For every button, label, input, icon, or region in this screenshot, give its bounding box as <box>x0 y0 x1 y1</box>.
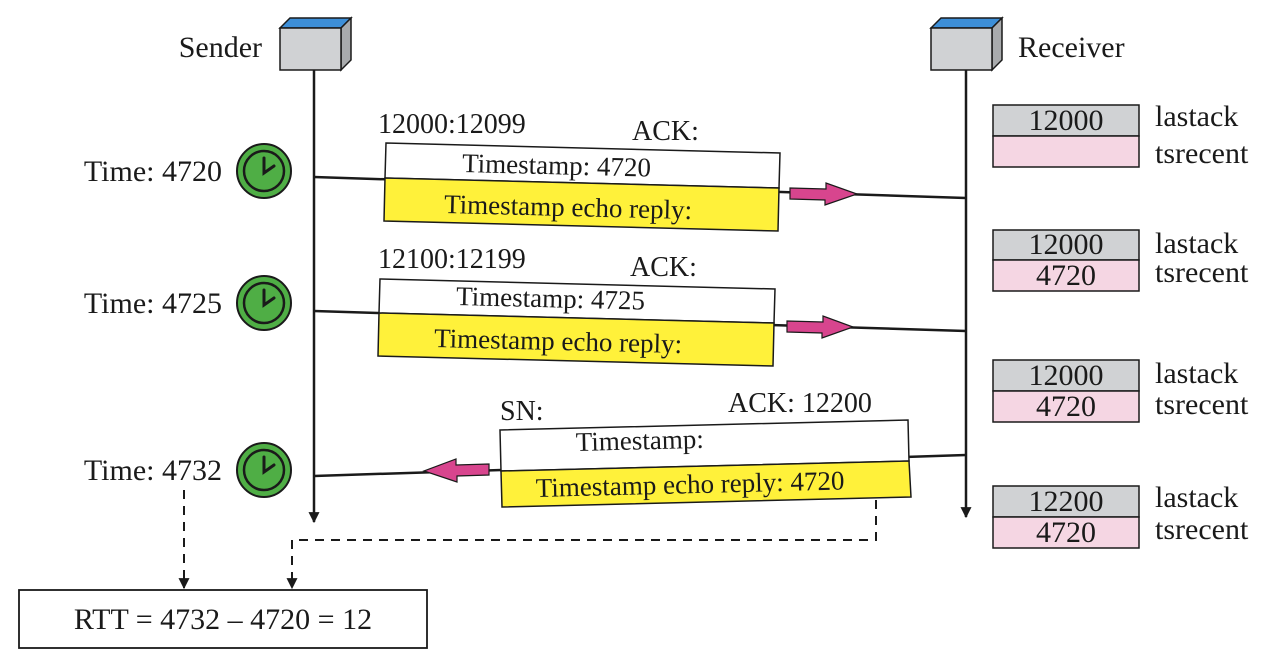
tsrecent-cell <box>992 135 1140 168</box>
segment-3-direction-arrow <box>422 458 490 483</box>
segment-1-direction-arrow <box>789 182 859 206</box>
receiver-state-2: 12000 4720 lastack tsrecent <box>992 227 1249 292</box>
rtt-formula: RTT = 4732 – 4720 = 12 <box>74 603 372 636</box>
lastack-value: 12200 <box>1029 485 1104 518</box>
segment-3-seq: SN: <box>500 396 544 427</box>
lastack-label: lastack <box>1155 227 1238 260</box>
clock-icon <box>236 442 292 498</box>
event-1-time: Time: 4720 <box>84 155 222 188</box>
tsrecent-cell <box>992 390 1140 423</box>
lastack-value: 12000 <box>1029 104 1104 137</box>
tsrecent-label: tsrecent <box>1155 513 1249 546</box>
segment-2: 12100:12199 ACK: Timestamp: 4725 Timesta… <box>313 244 967 367</box>
segment-3-ack: ACK: 12200 <box>728 388 872 419</box>
sender-label: Sender <box>179 31 262 64</box>
receiver-state-4: 12200 4720 lastack tsrecent <box>992 481 1249 549</box>
tsrecent-value: 4720 <box>1036 259 1096 292</box>
lastack-cell <box>992 485 1140 518</box>
tsrecent-label: tsrecent <box>1155 256 1249 289</box>
segment-2-echo: Timestamp echo reply: <box>434 323 683 359</box>
lastack-label: lastack <box>1155 481 1238 514</box>
segment-1-timestamp: Timestamp: 4720 <box>462 148 651 183</box>
segment-2-echo-box <box>377 312 775 367</box>
event-3-time: Time: 4732 <box>84 454 222 487</box>
segment-3: SN: ACK: 12200 Timestamp: Timestamp echo… <box>313 388 967 508</box>
segment-2-timestamp: Timestamp: 4725 <box>456 281 645 316</box>
tsrecent-value: 4720 <box>1036 516 1096 549</box>
clock-icon <box>236 275 292 331</box>
rtt-guides <box>178 490 877 590</box>
tsrecent-cell <box>992 516 1140 549</box>
tsrecent-label: tsrecent <box>1155 137 1249 170</box>
lastack-label: lastack <box>1155 100 1238 133</box>
segment-2-ack: ACK: <box>630 252 697 283</box>
segment-2-direction-arrow <box>786 315 855 339</box>
segment-1: 12000:12099 ACK: Timestamp: 4720 Timesta… <box>313 109 967 232</box>
lastack-cell <box>992 104 1140 137</box>
clock-icon <box>236 143 292 199</box>
receiver-computer-icon <box>929 16 1004 72</box>
receiver-label: Receiver <box>1018 31 1125 64</box>
segment-1-seq: 12000:12099 <box>378 109 526 140</box>
lastack-value: 12000 <box>1029 359 1104 392</box>
segment-1-echo: Timestamp echo reply: <box>444 189 693 225</box>
lastack-label: lastack <box>1155 357 1238 390</box>
segment-1-echo-box <box>383 177 780 232</box>
dashed-guide-echo <box>292 500 877 541</box>
lastack-value: 12000 <box>1029 228 1104 261</box>
rtt-box <box>18 589 428 649</box>
lastack-cell <box>992 359 1140 392</box>
segment-1-ack: ACK: <box>632 116 699 147</box>
tsrecent-cell <box>992 259 1140 292</box>
receiver-state-3: 12000 4720 lastack tsrecent <box>992 357 1249 423</box>
segment-2-seq: 12100:12199 <box>378 244 526 275</box>
segment-3-timestamp: Timestamp: <box>575 424 704 457</box>
sender-computer-icon <box>278 16 353 72</box>
tsrecent-value: 4720 <box>1036 390 1096 423</box>
receiver-state-1: 12000 lastack tsrecent <box>992 100 1249 170</box>
event-2-time: Time: 4725 <box>84 287 222 320</box>
segment-3-echo-box <box>500 460 912 508</box>
tsrecent-label: tsrecent <box>1155 388 1249 421</box>
